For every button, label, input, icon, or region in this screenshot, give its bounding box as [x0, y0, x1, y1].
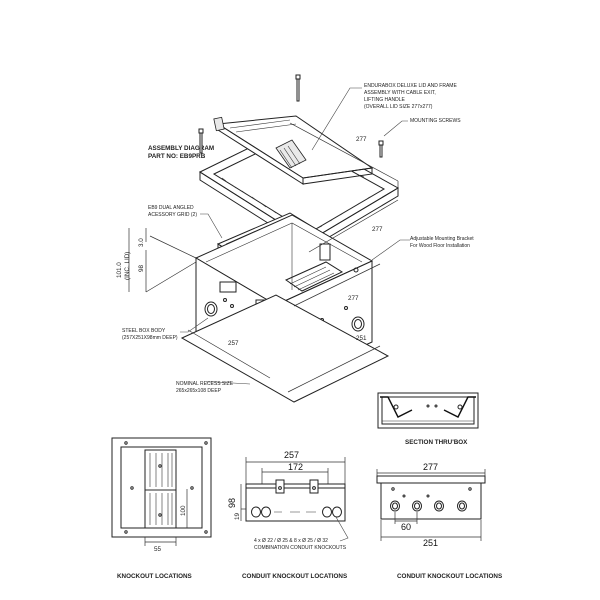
- mounting-screw-right: [378, 140, 384, 158]
- svg-text:60: 60: [401, 522, 411, 532]
- svg-text:277: 277: [348, 295, 359, 302]
- svg-text:277: 277: [356, 136, 367, 143]
- callout-bracket: Adjustable Mounting Bracket For Wood Flo…: [371, 236, 474, 261]
- callout-mounting-screws: MOUNTING SCREWS: [383, 118, 461, 137]
- svg-text:4 x Ø 22 / Ø 25 & 8 x Ø 25 / Ø: 4 x Ø 22 / Ø 25 & 8 x Ø 25 / Ø 32: [254, 538, 328, 544]
- conduit-side-view: 277 60 251: [376, 462, 486, 548]
- assembly-part-no: PART NO: EB9PRB: [148, 153, 206, 160]
- svg-text:3.0: 3.0: [138, 238, 145, 247]
- callout-grid: EB9 DUAL ANGLED ACESSORY GRID (2): [148, 205, 223, 239]
- svg-text:251: 251: [356, 335, 367, 342]
- svg-text:19: 19: [234, 512, 241, 520]
- conduit-front-label: CONDUIT KNOCKOUT LOCATIONS: [242, 573, 347, 580]
- assembly-title: ASSEMBLY DIAGRAM: [148, 145, 214, 152]
- svg-text:251: 251: [423, 538, 438, 548]
- svg-text:(INC. LID): (INC. LID): [124, 252, 131, 280]
- svg-text:ACESSORY GRID (2): ACESSORY GRID (2): [148, 212, 197, 218]
- svg-text:ASSEMBLY WITH CABLE EXIT,: ASSEMBLY WITH CABLE EXIT,: [364, 90, 436, 96]
- svg-text:98: 98: [138, 264, 145, 272]
- lid-leaf: [213, 115, 374, 185]
- svg-text:STEEL BOX BODY: STEEL BOX BODY: [122, 328, 166, 334]
- mounting-screw-left: [198, 128, 204, 154]
- conduit-side-label: CONDUIT KNOCKOUT LOCATIONS: [397, 573, 502, 580]
- svg-text:257: 257: [284, 450, 299, 460]
- callout-recess: NOMINAL RECESS SIZE 265x265x108 DEEP: [176, 381, 251, 394]
- knockout-plan-view: 100 55: [111, 437, 212, 553]
- mounting-screw-top: [295, 74, 301, 102]
- svg-text:(257X251X98mm DEEP): (257X251X98mm DEEP): [122, 335, 178, 341]
- svg-text:55: 55: [154, 546, 162, 553]
- knockout-locations-label: KNOCKOUT LOCATIONS: [117, 573, 192, 580]
- svg-text:For Wood Floor Installation: For Wood Floor Installation: [410, 243, 470, 249]
- svg-text:172: 172: [288, 462, 303, 472]
- recess-plate: [180, 294, 390, 403]
- svg-text:98: 98: [227, 498, 237, 508]
- assembly-dimensions: 277 277 101.0 (INC. LID) 3.0 98 257 251 …: [116, 122, 399, 393]
- section-view-label: SECTION THRU'BOX: [405, 439, 468, 446]
- svg-text:101.0: 101.0: [116, 262, 123, 278]
- svg-text:100: 100: [180, 505, 187, 516]
- svg-text:NOMINAL RECESS SIZE: NOMINAL RECESS SIZE: [176, 381, 234, 387]
- svg-text:277: 277: [372, 226, 383, 233]
- svg-text:ENDURABOX DELUXE LID AND FRAME: ENDURABOX DELUXE LID AND FRAME: [364, 83, 457, 89]
- section-view: [377, 392, 479, 429]
- svg-text:257: 257: [228, 340, 239, 347]
- svg-text:EB9 DUAL ANGLED: EB9 DUAL ANGLED: [148, 205, 194, 211]
- svg-text:(OVERALL LID SIZE 277x277): (OVERALL LID SIZE 277x277): [364, 104, 433, 110]
- svg-text:265x265x108 DEEP: 265x265x108 DEEP: [176, 388, 222, 394]
- svg-text:LIFTING HANDLE: LIFTING HANDLE: [364, 97, 406, 103]
- svg-text:Adjustable Mounting Bracket: Adjustable Mounting Bracket: [410, 236, 474, 242]
- svg-text:277: 277: [423, 462, 438, 472]
- callout-lid: ENDURABOX DELUXE LID AND FRAME ASSEMBLY …: [311, 83, 457, 151]
- svg-text:MOUNTING SCREWS: MOUNTING SCREWS: [410, 118, 461, 124]
- callout-steel-body: STEEL BOX BODY (257X251X98mm DEEP): [122, 317, 209, 341]
- conduit-front-view: 257 172 98 19 4 x Ø 22 / Ø 25 & 8 x Ø 25…: [227, 450, 349, 551]
- svg-text:COMBINATION CONDUIT KNOCKOUTS: COMBINATION CONDUIT KNOCKOUTS: [254, 545, 347, 551]
